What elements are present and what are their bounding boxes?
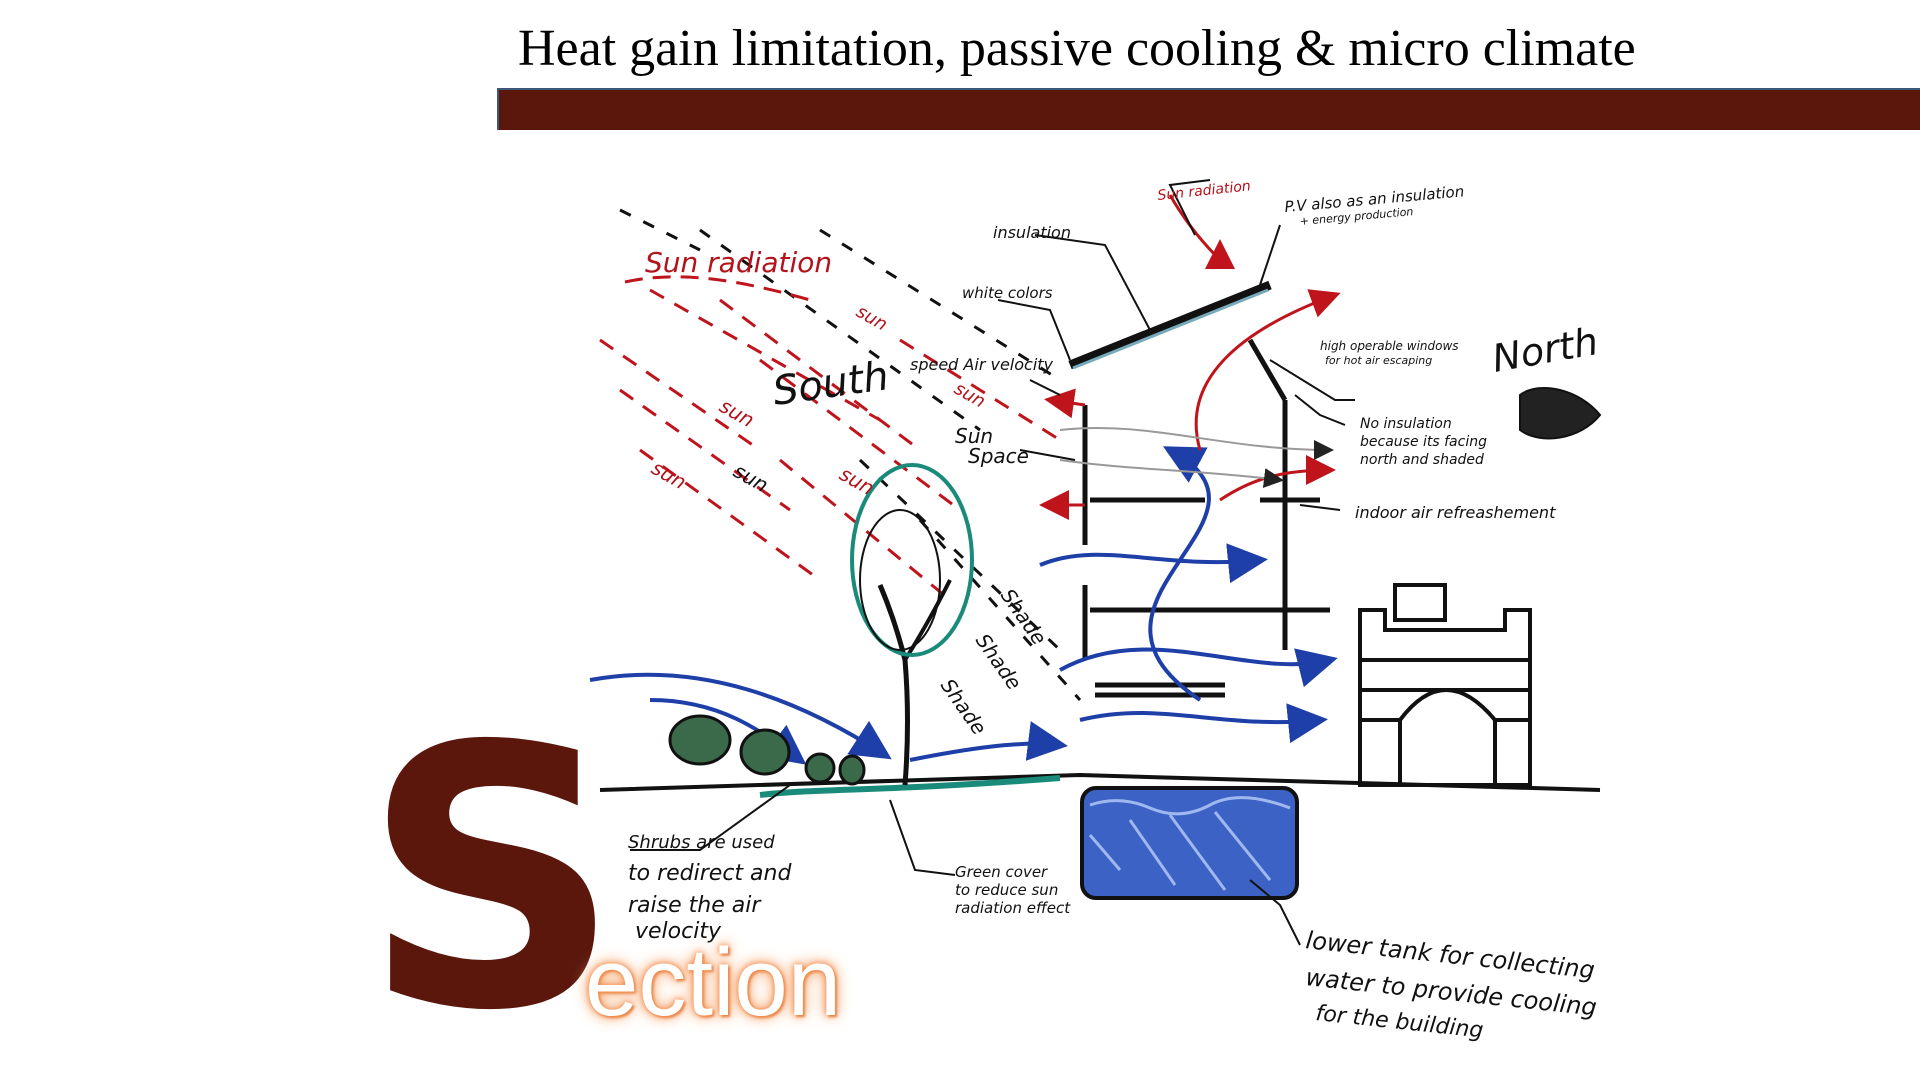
label-tank-3: for the building	[1314, 1001, 1484, 1043]
label-shade-2: Shade	[971, 629, 1027, 694]
building	[1082, 338, 1330, 698]
title-bar	[497, 88, 1920, 130]
label-sun-6: sun	[951, 378, 989, 412]
label-high-windows-2: for hot air escaping	[1325, 354, 1432, 367]
label-speed-air: speed Air velocity	[910, 355, 1054, 374]
label-green-2: to reduce sun	[955, 881, 1058, 899]
sun-radiation-curve	[624, 275, 811, 302]
label-sun-space-1: Sun	[955, 424, 993, 448]
label-shrubs-1: Shrubs are used	[628, 832, 775, 853]
label-sun-radiation-top: Sun radiation	[645, 246, 832, 279]
arch-gate	[1358, 583, 1532, 787]
label-green-1: Green cover	[955, 863, 1048, 881]
sun-rays	[599, 288, 1061, 602]
label-south: South	[770, 353, 892, 415]
label-high-windows-1: high operable windows	[1320, 339, 1459, 353]
label-sun-3: sun	[648, 456, 691, 495]
label-sun-1: sun	[716, 394, 759, 433]
label-sun-space-2: Space	[968, 444, 1029, 468]
roof-insulation	[1068, 280, 1272, 370]
green-cover	[759, 775, 1061, 798]
tree	[850, 463, 974, 786]
label-no-insulation-3: north and shaded	[1360, 452, 1484, 468]
label-shrubs-3: raise the air	[628, 893, 762, 918]
label-north: North	[1489, 319, 1601, 381]
label-sun-2: sun	[836, 462, 879, 501]
section-big-letter: S	[362, 670, 622, 1089]
compass-icon	[1519, 386, 1602, 440]
label-insulation: insulation	[993, 223, 1071, 242]
shade-rays	[619, 208, 1082, 701]
label-shade-1: Shade	[996, 584, 1052, 649]
label-shrubs-2: to redirect and	[628, 861, 792, 886]
label-shrubs-4: velocity	[635, 919, 722, 944]
label-shade-3: Shade	[936, 674, 992, 739]
label-white-colors: white colors	[962, 284, 1053, 302]
label-sun-5: sun	[853, 301, 891, 335]
label-no-insulation-1: No insulation	[1360, 416, 1452, 432]
hot-air-flows	[1039, 289, 1341, 520]
section-word-rest: ection	[585, 929, 842, 1036]
label-indoor-air: indoor air refreashement	[1355, 503, 1556, 522]
label-green-3: radiation effect	[955, 899, 1071, 917]
slide-title: Heat gain limitation, passive cooling & …	[518, 20, 1636, 77]
sun-radiation-arrow	[1168, 194, 1235, 269]
shrubs	[668, 714, 866, 786]
label-sun-radiation-roof: Sun radiation	[1157, 178, 1252, 204]
label-no-insulation-2: because its facing	[1360, 434, 1487, 450]
